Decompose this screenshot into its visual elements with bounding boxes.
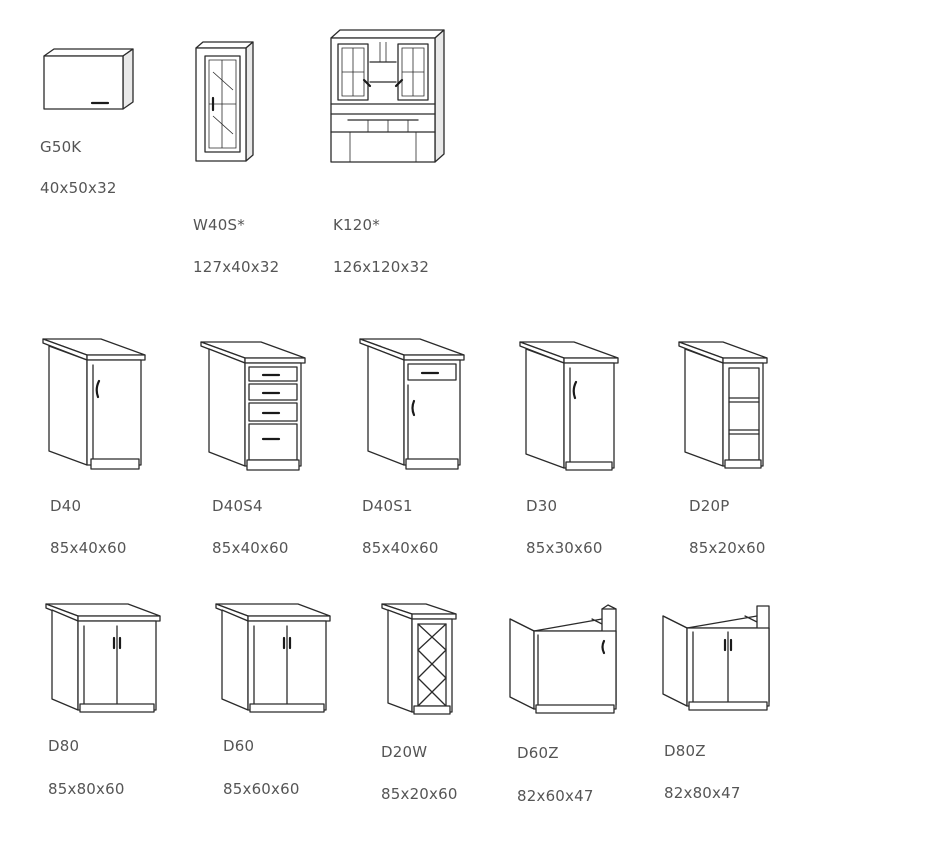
- drawer-cabinet-d40s4-drawing: [199, 336, 307, 474]
- cabinet-dimensions: 85x30x60: [526, 539, 603, 557]
- cabinet-code: D80: [48, 737, 80, 755]
- cabinet-dimensions: 85x20x60: [381, 785, 458, 803]
- cabinet-dimensions: 82x80x47: [664, 784, 741, 802]
- glass-wall-cabinet-w40s-drawing: [193, 40, 255, 164]
- open-shelf-cabinet-d20p-drawing: [677, 336, 769, 472]
- cabinet-dimensions: 40x50x32: [40, 179, 117, 197]
- cabinet-code: D20P: [689, 497, 730, 515]
- wall-cabinet-g50k-drawing: [40, 46, 140, 116]
- wine-rack-cabinet-d20w-drawing: [380, 600, 458, 720]
- sink-cabinet-d80z-drawing: [661, 602, 771, 718]
- cabinet-code: D30: [526, 497, 558, 515]
- cabinet-code: D40S1: [362, 497, 413, 515]
- cabinet-code: D40S4: [212, 497, 263, 515]
- cabinet-code: D20W: [381, 743, 428, 761]
- cabinet-dimensions: 85x40x60: [212, 539, 289, 557]
- cabinet-dimensions: 85x20x60: [689, 539, 766, 557]
- base-cabinet-d40-drawing: [41, 333, 147, 473]
- cabinet-code: D80Z: [664, 742, 706, 760]
- double-door-cabinet-d60-drawing: [214, 600, 332, 718]
- cabinet-code: D40: [50, 497, 82, 515]
- base-cabinet-d40s1-drawing: [358, 333, 466, 473]
- double-door-cabinet-d80-drawing: [44, 600, 162, 718]
- cabinet-code: D60: [223, 737, 255, 755]
- cabinet-dimensions: 85x40x60: [50, 539, 127, 557]
- glass-dresser-k120-drawing: [328, 28, 446, 166]
- cabinet-dimensions: 85x80x60: [48, 780, 125, 798]
- cabinet-code: G50K: [40, 138, 82, 156]
- cabinet-code: K120*: [333, 216, 380, 234]
- cabinet-dimensions: 82x60x47: [517, 787, 594, 805]
- cabinet-code: D60Z: [517, 744, 559, 762]
- cabinet-dimensions: 85x60x60: [223, 780, 300, 798]
- sink-cabinet-d60z-drawing: [508, 605, 618, 720]
- cabinet-dimensions: 127x40x32: [193, 258, 280, 276]
- cabinet-dimensions: 126x120x32: [333, 258, 430, 276]
- cabinet-code: W40S*: [193, 216, 245, 234]
- base-cabinet-d30-drawing: [518, 336, 620, 474]
- cabinet-dimensions: 85x40x60: [362, 539, 439, 557]
